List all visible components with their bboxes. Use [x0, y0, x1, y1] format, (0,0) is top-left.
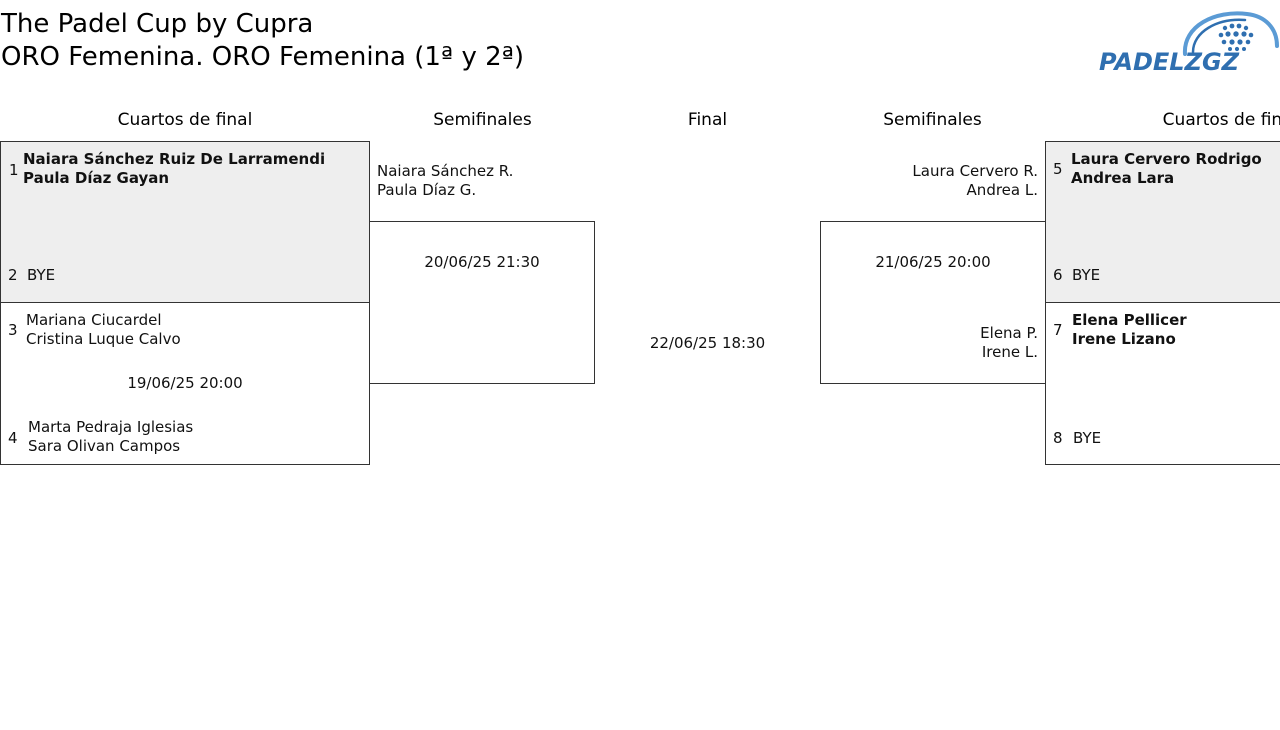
seed-number: 7: [1053, 321, 1063, 339]
seed-number: 4: [8, 429, 18, 447]
player-name: Mariana Ciucardel: [26, 311, 162, 329]
match-box-right-qf-1[interactable]: 5 Laura Cervero Rodrigo Andrea Lara 6 BY…: [1045, 141, 1280, 303]
player-name: Andrea L.: [966, 181, 1038, 199]
seed-number: 8: [1053, 429, 1063, 447]
match-box-right-sf[interactable]: 21/06/25 20:00 Elena P. Irene L.: [820, 221, 1046, 384]
seed-number: 5: [1053, 160, 1063, 178]
team-entry[interactable]: Elena P. Irene L.: [831, 324, 1038, 362]
player-name: Naiara Sánchez R.: [377, 162, 514, 180]
padelzgz-logo: PADELZGZ: [1097, 8, 1280, 76]
seed-number: 6: [1053, 266, 1063, 284]
team-entry-left-sf[interactable]: Naiara Sánchez R. Paula Díaz G.: [377, 162, 513, 200]
column-header-left-semifinals: Semifinales: [433, 110, 532, 130]
team-entry[interactable]: Naiara Sánchez Ruiz De Larramendi Paula …: [23, 150, 325, 188]
match-date: 21/06/25 20:00: [875, 253, 991, 271]
player-name: Irene Lizano: [1072, 330, 1176, 348]
seed-number: 3: [8, 321, 18, 339]
player-name: Naiara Sánchez Ruiz De Larramendi: [23, 150, 326, 168]
bye-label: BYE: [1073, 429, 1102, 447]
player-name: Marta Pedraja Iglesias: [28, 418, 194, 436]
player-name: Elena P.: [980, 324, 1038, 342]
column-header-final: Final: [687, 110, 728, 130]
team-entry-right-sf[interactable]: Laura Cervero R. Andrea L.: [830, 162, 1038, 200]
player-name: Irene L.: [981, 343, 1038, 361]
player-name: Laura Cervero Rodrigo: [1071, 150, 1262, 168]
padelzgz-logo-graphic: PADELZGZ: [1099, 11, 1279, 76]
match-box-left-sf[interactable]: 20/06/25 21:30: [369, 221, 595, 384]
player-name: Paula Díaz Gayan: [23, 169, 170, 187]
seed-number: 2: [8, 266, 18, 284]
final-match-date: 22/06/25 18:30: [649, 334, 766, 352]
match-date: 20/06/25 21:30: [424, 253, 540, 271]
match-date: 19/06/25 20:00: [127, 374, 243, 392]
player-name: Laura Cervero R.: [912, 162, 1038, 180]
logo-wordmark: PADELZGZ: [1099, 48, 1240, 74]
column-header-left-quarterfinals: Cuartos de final: [117, 110, 253, 130]
team-entry[interactable]: Elena Pellicer Irene Lizano: [1072, 311, 1187, 349]
player-name: Paula Díaz G.: [377, 181, 477, 199]
column-header-right-quarterfinals: Cuartos de final: [1162, 110, 1280, 130]
player-name: Elena Pellicer: [1072, 311, 1187, 329]
player-name: Andrea Lara: [1071, 169, 1175, 187]
team-entry[interactable]: Mariana Ciucardel Cristina Luque Calvo: [26, 311, 181, 349]
bye-label: BYE: [27, 266, 56, 284]
team-entry[interactable]: Marta Pedraja Iglesias Sara Olivan Campo…: [28, 418, 193, 456]
seed-number: 1: [9, 161, 19, 179]
page-subtitle: ORO Femenina. ORO Femenina (1ª y 2ª): [1, 42, 525, 72]
player-name: Sara Olivan Campos: [28, 437, 181, 455]
page-title: The Padel Cup by Cupra: [1, 9, 314, 39]
team-entry[interactable]: Laura Cervero Rodrigo Andrea Lara: [1071, 150, 1262, 188]
bye-label: BYE: [1072, 266, 1101, 284]
column-header-right-semifinals: Semifinales: [883, 110, 982, 130]
match-box-right-qf-2[interactable]: 7 Elena Pellicer Irene Lizano 8 BYE: [1045, 302, 1280, 465]
match-box-left-qf-2[interactable]: 3 Mariana Ciucardel Cristina Luque Calvo…: [0, 302, 370, 465]
match-box-left-qf-1[interactable]: 1 Naiara Sánchez Ruiz De Larramendi Paul…: [0, 141, 370, 303]
player-name: Cristina Luque Calvo: [26, 330, 181, 348]
